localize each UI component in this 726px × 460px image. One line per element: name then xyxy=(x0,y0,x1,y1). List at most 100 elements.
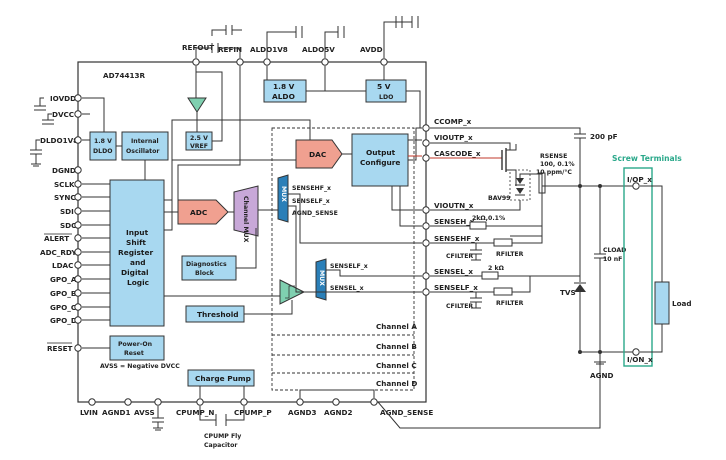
right-internal-wires xyxy=(288,127,422,293)
cfilter-label-1: CFILTER xyxy=(446,253,473,260)
pin-iovdd: IOVDD xyxy=(50,94,76,103)
agnd-label: AGND xyxy=(590,371,613,380)
pin-agnd1: AGND1 xyxy=(102,408,130,417)
cpump-cap-line1: CPUMP Fly xyxy=(204,433,241,440)
cap-200pf-label: 200 pF xyxy=(590,132,618,141)
osc-line2: Oscillator xyxy=(126,148,160,155)
pin-avdd: AVDD xyxy=(360,45,383,54)
pin-vioutp: VIOUTP_x xyxy=(434,133,473,142)
logic-line2: Shift xyxy=(126,238,146,247)
por-line2: Reset xyxy=(124,350,144,357)
channel-mux-label: Channel MUX xyxy=(242,196,249,243)
diag-line1: Diagnostics xyxy=(186,261,227,268)
chip-outline xyxy=(77,61,427,403)
pin-aldo1v8: ALDO1V8 xyxy=(250,45,288,54)
pin-agnd3: AGND3 xyxy=(288,408,316,417)
diagnostics-block xyxy=(181,255,237,281)
pin-avss: AVSS xyxy=(134,408,155,417)
right-pins: CCOMP_x VIOUTP_x CASCODE_x VIOUTN_x SENS… xyxy=(422,117,481,296)
pin-cascode: CASCODE_x xyxy=(434,149,481,158)
logic-line4: and xyxy=(130,258,146,267)
screw-terminals: Screw Terminals I/OP_x I/ON_x Load xyxy=(612,154,692,367)
pin-alert: ALERT xyxy=(44,234,69,243)
dac-label: DAC xyxy=(309,150,326,159)
left-pins: IOVDD DVCC DLDO1V8 DGND SCLK SYNC SDI SD… xyxy=(40,94,82,353)
pin-agnd-sense: AGND_SENSE xyxy=(380,408,433,417)
mux-in-3: AGND_SENSE xyxy=(292,210,338,217)
threshold-mux xyxy=(315,258,327,301)
bav99-label: BAV99 xyxy=(488,195,510,202)
r2k-top-label: 2kΩ,0.1% xyxy=(472,215,505,222)
channel-mux xyxy=(233,185,259,237)
thresh-in-1: SENSELF_x xyxy=(330,263,368,270)
pin-ldac: LDAC xyxy=(52,261,73,270)
pin-gpo-d: GPO_D xyxy=(50,316,77,325)
mux-in-1: SENSEHF_x xyxy=(292,185,331,192)
pin-sclk: SCLK xyxy=(54,180,75,189)
rsense-label: RSENSE xyxy=(540,153,567,160)
load-resistor xyxy=(654,281,670,325)
internal-wires xyxy=(82,66,421,349)
pin-cpump-n: CPUMP_N xyxy=(176,408,214,417)
ldo5v-line1: 5 V xyxy=(377,82,391,91)
output-configure-block xyxy=(351,133,409,187)
pin-dvcc: DVCC xyxy=(52,110,74,119)
channel-b-label: Channel B xyxy=(376,342,417,351)
screw-terminal-box xyxy=(623,167,653,367)
pin-refin: REFIN xyxy=(218,45,242,54)
dldo-line2: DLDO xyxy=(93,148,112,155)
pin-lvin: LVIN xyxy=(80,408,98,417)
rsense-tc: 10 ppm/°C xyxy=(536,168,572,176)
threshold-mux-label: MUX xyxy=(318,270,325,286)
por-line1: Power-On xyxy=(118,341,152,348)
pin-adc-rdy: ADC_RDY xyxy=(40,248,77,257)
logic-line3: Register xyxy=(118,248,153,257)
cpump-label: Charge Pump xyxy=(195,374,251,383)
pin-ccomp: CCOMP_x xyxy=(434,117,472,126)
cload-value: 10 nF xyxy=(603,256,622,263)
vref-line1: 2.5 V xyxy=(190,135,208,142)
screw-terminals-title: Screw Terminals xyxy=(612,154,682,163)
r2k-label: 2 kΩ xyxy=(488,265,505,272)
terminal-ion: I/ON_x xyxy=(627,355,653,364)
pin-sensehf: SENSEHF_x xyxy=(434,234,480,243)
pin-agnd2: AGND2 xyxy=(324,408,352,417)
dldo-line1: 1.8 V xyxy=(94,138,112,145)
pin-sdo: SDO xyxy=(60,221,77,230)
adc-block xyxy=(177,199,229,225)
vref-line2: VREF xyxy=(190,143,208,150)
diag-line2: Block xyxy=(195,270,215,277)
aldo-line2: ALDO xyxy=(272,92,295,101)
charge-pump-block xyxy=(187,369,255,387)
vref-buffer xyxy=(187,97,207,113)
pin-gpo-a: GPO_A xyxy=(50,275,77,284)
pin-dgnd: DGND xyxy=(52,166,76,175)
output-line1: Output xyxy=(366,148,396,157)
channel-c-label: Channel C xyxy=(376,361,417,370)
thresh-in-2: SENSEL_x xyxy=(330,285,364,292)
pin-gpo-c: GPO_C xyxy=(50,303,76,312)
top-capacitors xyxy=(195,16,419,58)
pin-senseh: SENSEH_x xyxy=(434,217,475,226)
pin-sensel: SENSEL_x xyxy=(434,267,473,276)
avss-note: AVSS = Negative DVCC xyxy=(100,363,180,370)
left-capacitors xyxy=(30,97,54,167)
output-line2: Configure xyxy=(360,158,400,167)
aldo-line1: 1.8 V xyxy=(273,82,295,91)
adc-label: ADC xyxy=(190,208,207,217)
pin-gpo-b: GPO_B xyxy=(50,289,76,298)
pin-dldo1v8: DLDO1V8 xyxy=(40,136,78,145)
digital-logic-block xyxy=(109,179,165,327)
rfilter-label-1: RFILTER xyxy=(496,251,524,258)
oscillator-block xyxy=(121,131,169,161)
cload-label: CLOAD xyxy=(603,247,626,254)
pin-reset: RESET xyxy=(47,344,73,353)
load-label: Load xyxy=(672,299,692,308)
logic-line1: Input xyxy=(126,228,149,237)
pin-vioutn: VIOUTN_x xyxy=(434,201,474,210)
rsense-value: 100, 0.1% xyxy=(540,161,575,168)
ldo5v-line2: LDO xyxy=(379,94,393,101)
rfilter-label-2: RFILTER xyxy=(496,300,524,307)
channel-d-label: Channel D xyxy=(376,379,417,388)
